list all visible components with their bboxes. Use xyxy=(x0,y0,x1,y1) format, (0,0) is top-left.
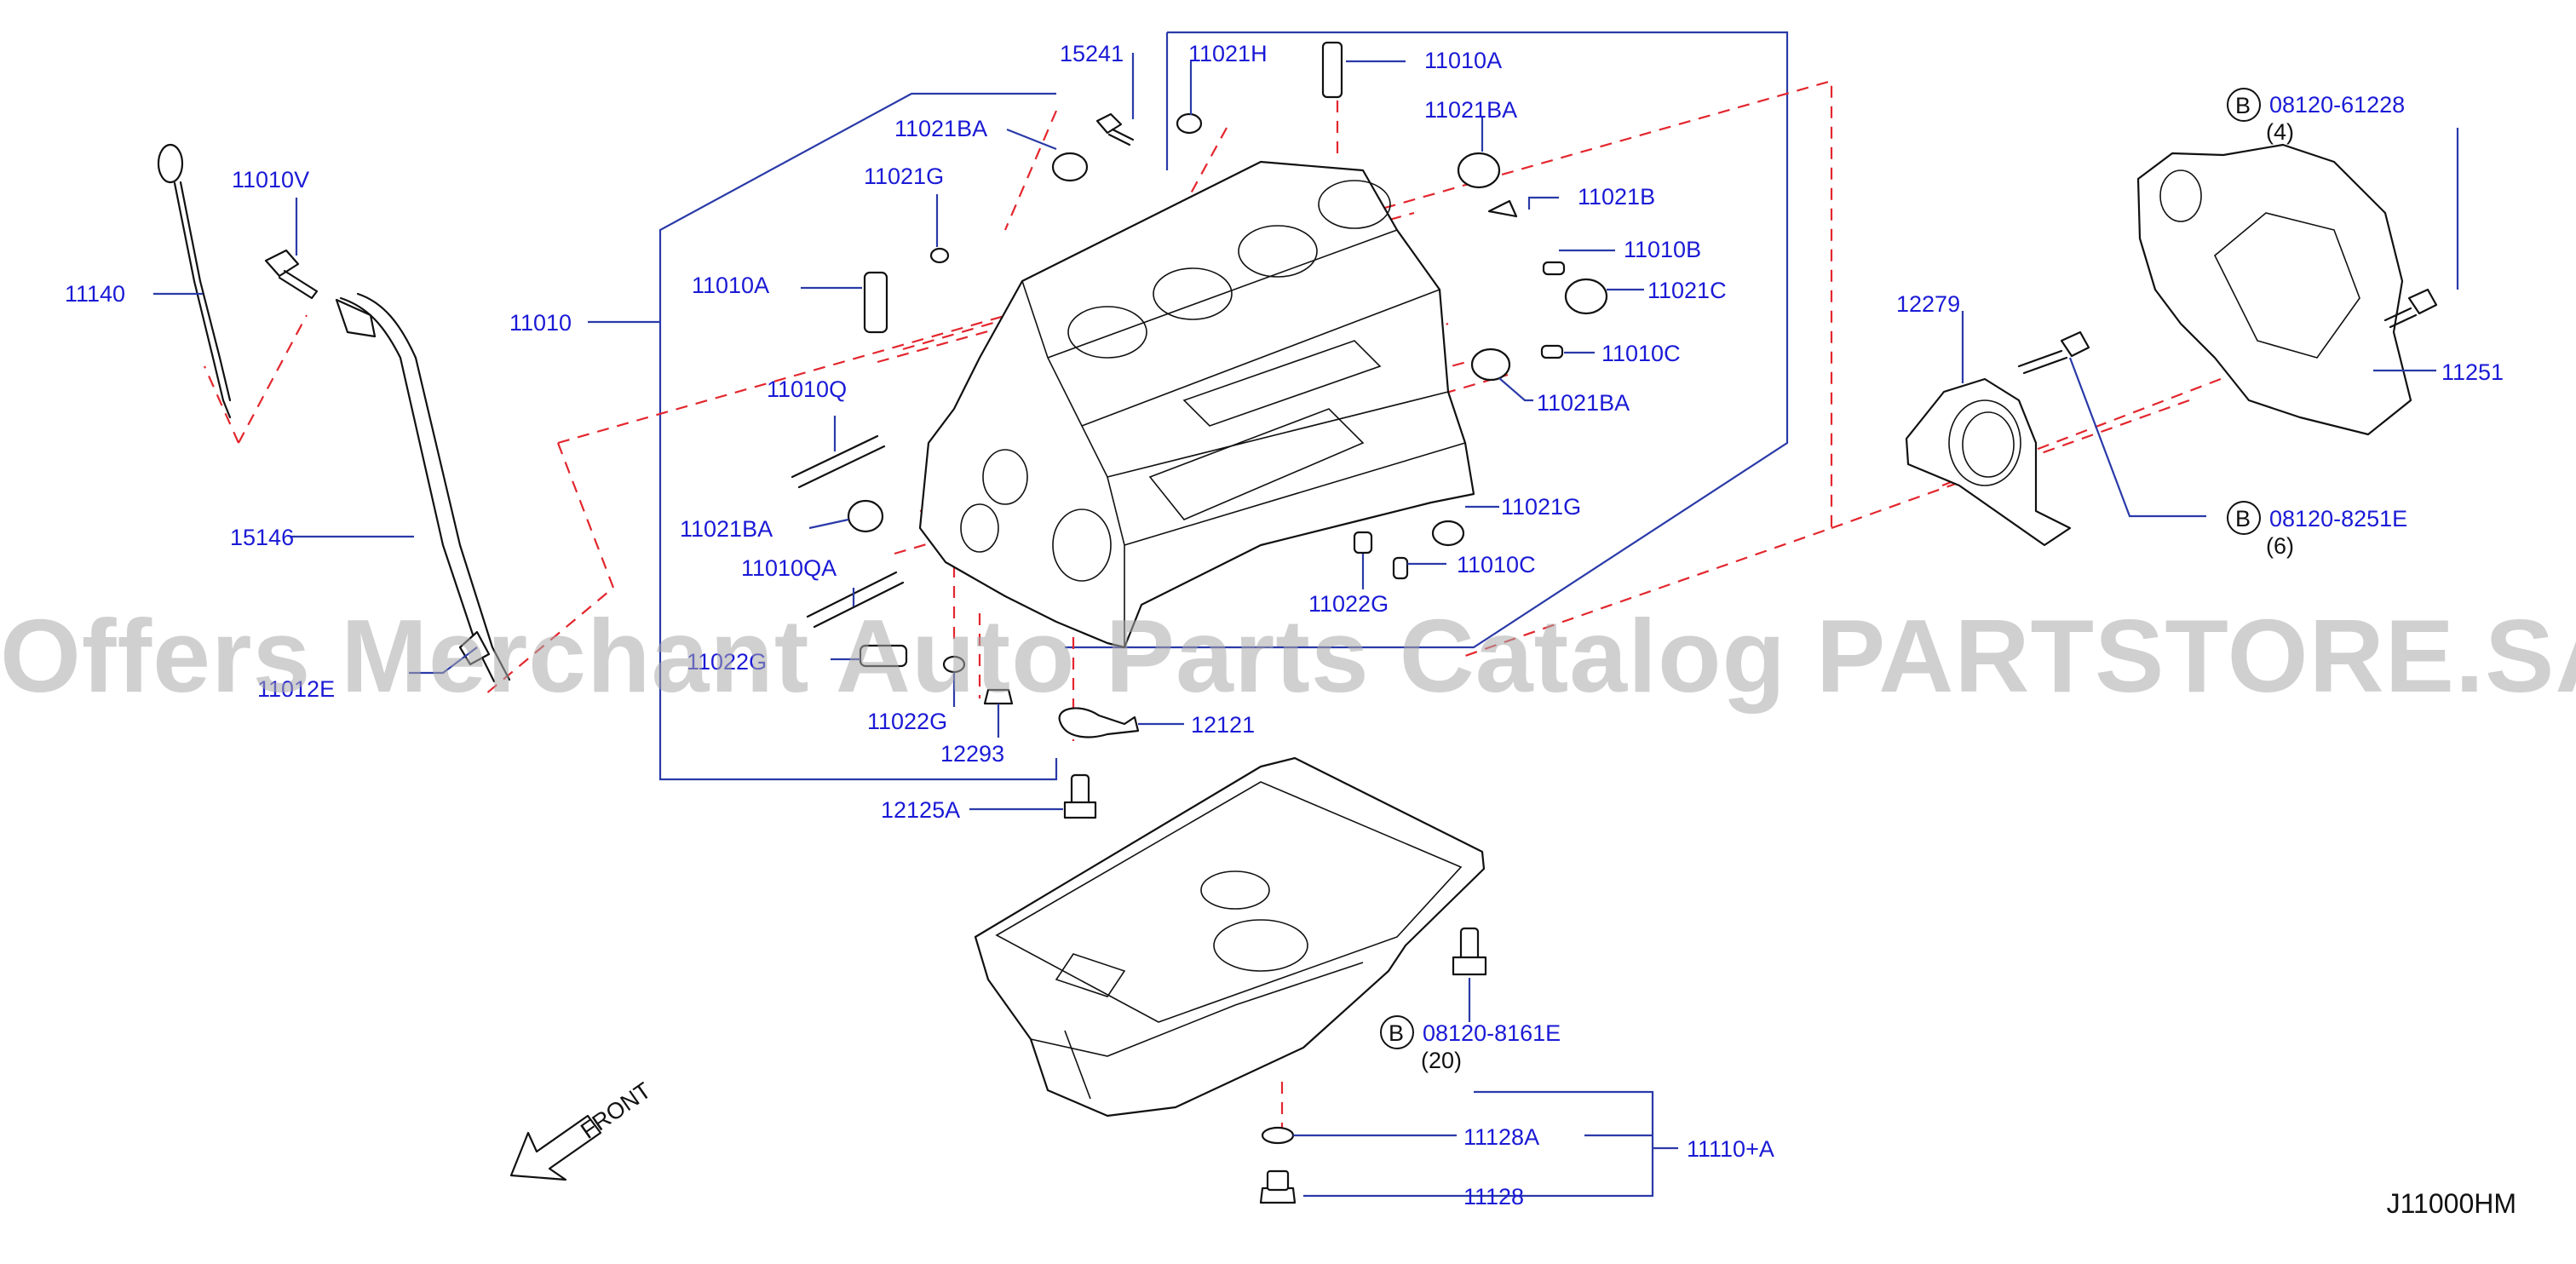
label-11022g-a[interactable]: 11022G xyxy=(1308,591,1389,617)
label-11022g-b[interactable]: 11022G xyxy=(687,649,767,675)
label-12121[interactable]: 12121 xyxy=(1191,712,1255,738)
label-11140[interactable]: 11140 xyxy=(65,281,125,307)
drain-plug-parts xyxy=(1259,927,1487,1204)
label-12125a[interactable]: 12125A xyxy=(881,797,960,823)
label-11021g-b[interactable]: 11021G xyxy=(1501,494,1581,520)
part-labels[interactable]: 15241 11021H 11010A 11021BA 11021BA 1101… xyxy=(65,41,2504,1209)
label-bolt3-code[interactable]: 08120-8161E xyxy=(1423,1020,1561,1046)
label-11010a-top[interactable]: 11010A xyxy=(1424,48,1502,73)
label-11110a[interactable]: 11110+A xyxy=(1687,1136,1774,1162)
label-bolt2-qty: (6) xyxy=(2266,533,2294,559)
cylinder-block-part xyxy=(918,160,1475,649)
label-11010q[interactable]: 11010Q xyxy=(767,376,847,402)
bolt-markers: B B B xyxy=(1380,88,2261,1049)
label-11012e[interactable]: 11012E xyxy=(257,676,335,702)
bolt-marker-2 xyxy=(2227,501,2261,535)
label-11021ba-c[interactable]: 11021BA xyxy=(1537,390,1630,416)
label-11128a[interactable]: 11128A xyxy=(1463,1124,1539,1150)
bolt-marker-3 xyxy=(1380,1015,1414,1049)
leader-lines xyxy=(153,53,2459,1198)
oil-seal-retainer-part xyxy=(1905,377,2072,547)
label-11021g-a[interactable]: 11021G xyxy=(864,164,944,189)
oil-pan-part xyxy=(974,756,1486,1117)
label-11010v[interactable]: 11010V xyxy=(232,167,309,192)
label-11010qa[interactable]: 11010QA xyxy=(741,555,837,581)
label-11021ba-d[interactable]: 11021BA xyxy=(680,516,773,542)
gauge-tube-part xyxy=(335,292,511,683)
bolt-marker-3-letter: B xyxy=(1389,1020,1404,1046)
bolt-marker-1-letter: B xyxy=(2235,93,2251,118)
label-15241[interactable]: 15241 xyxy=(1060,41,1124,66)
label-bolt3-qty: (20) xyxy=(1421,1048,1462,1073)
label-12293[interactable]: 12293 xyxy=(940,741,1004,767)
label-11010a-left[interactable]: 11010A xyxy=(692,273,769,298)
label-11010[interactable]: 11010 xyxy=(509,310,572,336)
dipstick-part xyxy=(157,143,232,419)
label-bolt1-qty: (4) xyxy=(2266,119,2294,145)
bolt-11010v-part xyxy=(264,249,319,300)
front-label: FRONT xyxy=(576,1077,655,1144)
label-11010c-a[interactable]: 11010C xyxy=(1601,341,1681,366)
small-block-parts xyxy=(458,41,1608,819)
rear-plate-part xyxy=(2136,143,2412,436)
label-11021ba-b[interactable]: 11021BA xyxy=(1424,97,1517,123)
label-11251[interactable]: 11251 xyxy=(2441,359,2504,385)
bolt-marker-1 xyxy=(2227,88,2261,122)
group-bracket-lines xyxy=(588,31,1789,781)
label-bolt1-code[interactable]: 08120-61228 xyxy=(2269,92,2405,118)
front-arrow-icon xyxy=(509,1114,602,1181)
label-11021h[interactable]: 11021H xyxy=(1188,41,1268,66)
label-11022g-c[interactable]: 11022G xyxy=(867,709,947,734)
label-bolt2-code[interactable]: 08120-8251E xyxy=(2269,506,2407,531)
label-11128[interactable]: 11128 xyxy=(1463,1184,1524,1209)
label-12279[interactable]: 12279 xyxy=(1896,291,1960,317)
marked-bolts xyxy=(2017,288,2438,375)
bolt-marker-2-letter: B xyxy=(2235,506,2251,531)
label-11010c-b[interactable]: 11010C xyxy=(1457,552,1536,577)
label-15146[interactable]: 15146 xyxy=(230,525,294,550)
label-11021c[interactable]: 11021C xyxy=(1647,278,1727,303)
diagram-code: J11000HM xyxy=(2386,1188,2516,1219)
label-11021ba-a[interactable]: 11021BA xyxy=(894,116,987,141)
label-11021b[interactable]: 11021B xyxy=(1578,184,1655,210)
label-11010b[interactable]: 11010B xyxy=(1624,237,1701,262)
